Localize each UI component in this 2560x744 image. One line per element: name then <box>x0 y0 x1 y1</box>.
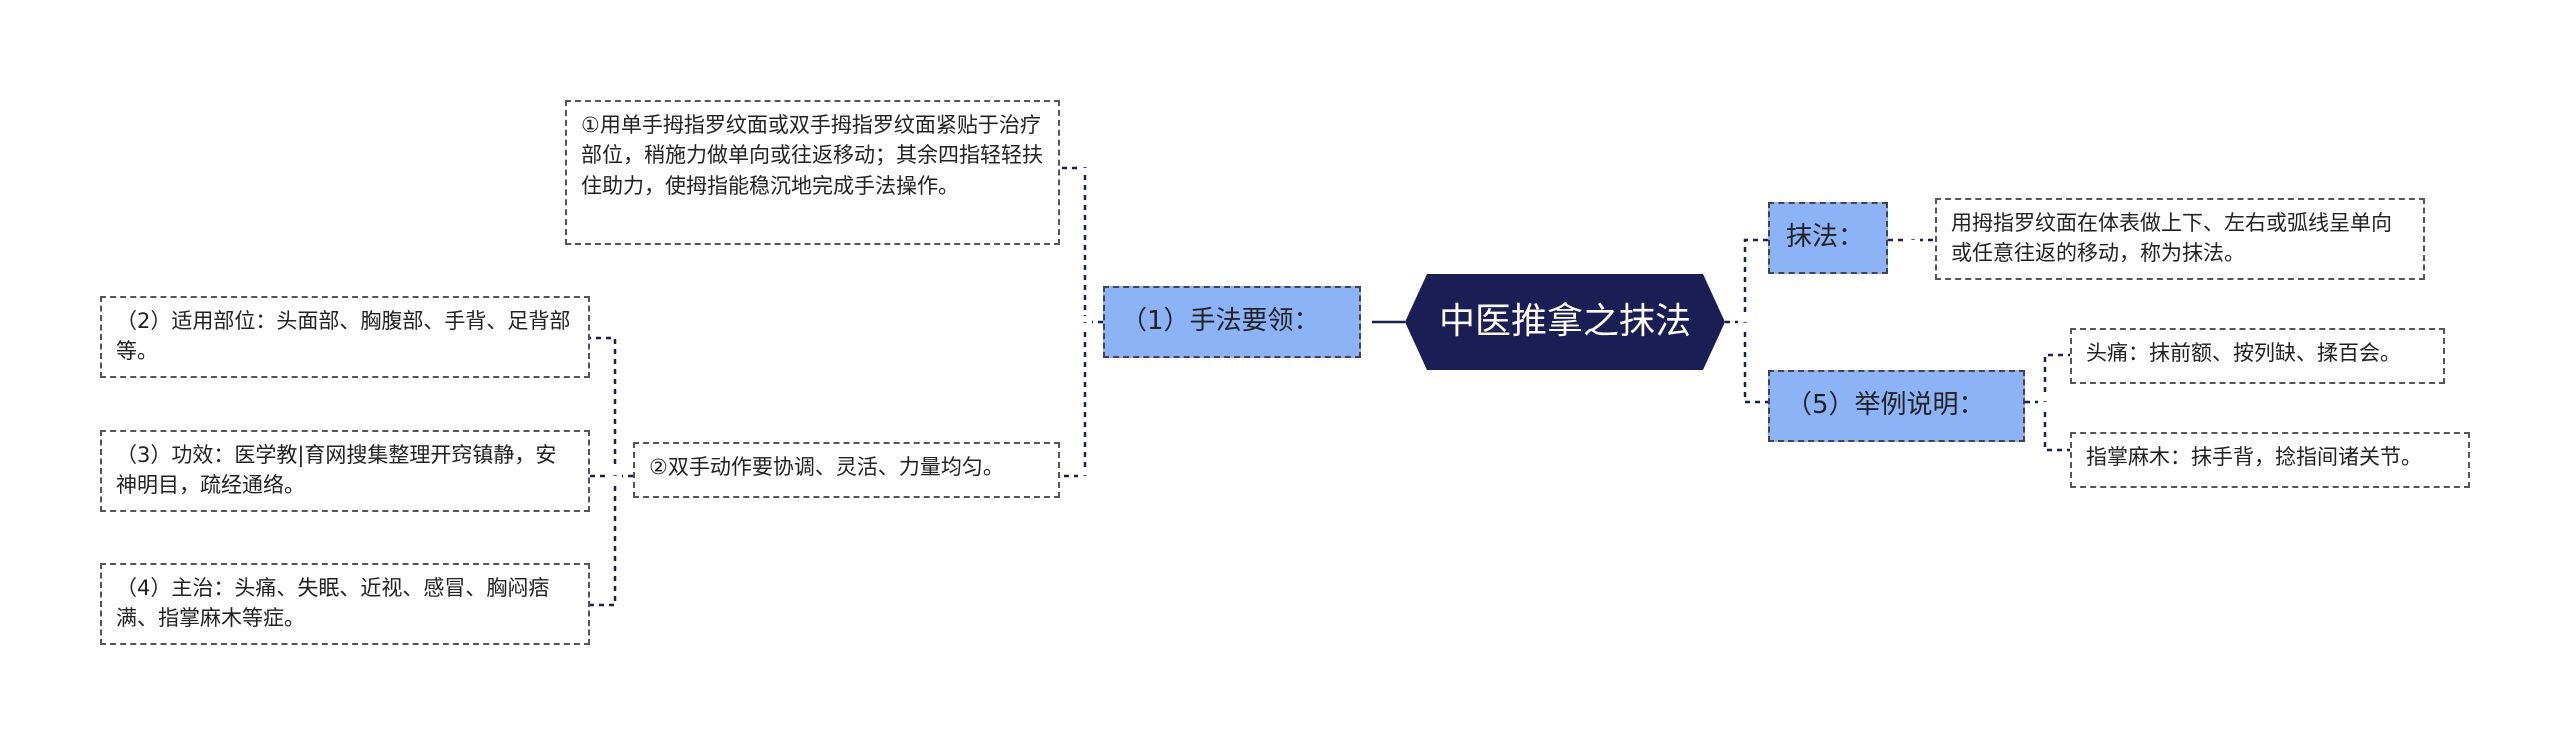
root-title: 中医推拿之抹法 <box>1438 300 1691 342</box>
leaf-example-headache[interactable]: 头痛：抹前额、按列缺、揉百会。 <box>2070 328 2445 384</box>
collapse-toggle-icon[interactable]: - <box>1078 316 1092 330</box>
branch-technique-essentials-label: （1）手法要领： <box>1121 306 1320 337</box>
branch-examples[interactable]: （5）举例说明： <box>1768 370 2025 442</box>
collapse-toggle-icon[interactable]: - <box>1906 233 1920 247</box>
leaf-applicable-areas-text: （2）适用部位：头面部、胸腹部、手背、足背部等。 <box>116 309 571 364</box>
leaf-efficacy-text: （3）功效：医学教|育网搜集整理开窍镇静，安神明目，疏经通络。 <box>116 443 557 498</box>
leaf-example-numbness-text: 指掌麻木：抹手背，捻指间诸关节。 <box>2086 445 2422 469</box>
leaf-technique-step-2-text: ②双手动作要协调、灵活、力量均匀。 <box>649 455 1004 479</box>
leaf-technique-step-2[interactable]: ②双手动作要协调、灵活、力量均匀。 <box>633 442 1060 498</box>
branch-wiping-method[interactable]: 抹法： <box>1768 202 1888 274</box>
leaf-technique-step-1-text: ①用单手拇指罗纹面或双手拇指罗纹面紧贴于治疗部位，稍施力做单向或往返移动；其余四… <box>581 113 1043 198</box>
collapse-toggle-icon[interactable]: - <box>608 469 622 483</box>
branch-wiping-method-label: 抹法： <box>1786 222 1865 253</box>
leaf-indications[interactable]: （4）主治：头痛、失眠、近视、感冒、胸闷痞满、指掌麻木等症。 <box>100 563 590 645</box>
root-node[interactable]: 中医推拿之抹法 <box>1405 274 1725 370</box>
leaf-indications-text: （4）主治：头痛、失眠、近视、感冒、胸闷痞满、指掌麻木等症。 <box>116 576 550 631</box>
collapse-toggle-icon[interactable]: - <box>1078 469 1092 483</box>
branch-technique-essentials[interactable]: （1）手法要领： <box>1103 286 1361 358</box>
leaf-wiping-definition-text: 用拇指罗纹面在体表做上下、左右或弧线呈单向或任意往返的移动，称为抹法。 <box>1951 211 2392 266</box>
collapse-toggle-icon[interactable]: - <box>1738 316 1752 330</box>
leaf-applicable-areas[interactable]: （2）适用部位：头面部、胸腹部、手背、足背部等。 <box>100 296 590 378</box>
leaf-technique-step-1[interactable]: ①用单手拇指罗纹面或双手拇指罗纹面紧贴于治疗部位，稍施力做单向或往返移动；其余四… <box>565 100 1060 245</box>
branch-examples-label: （5）举例说明： <box>1786 390 1985 421</box>
collapse-toggle-icon[interactable]: - <box>2038 395 2052 409</box>
leaf-example-numbness[interactable]: 指掌麻木：抹手背，捻指间诸关节。 <box>2070 432 2470 488</box>
leaf-efficacy[interactable]: （3）功效：医学教|育网搜集整理开窍镇静，安神明目，疏经通络。 <box>100 430 590 512</box>
collapse-toggle-icon[interactable]: - <box>1078 161 1092 175</box>
leaf-wiping-definition[interactable]: 用拇指罗纹面在体表做上下、左右或弧线呈单向或任意往返的移动，称为抹法。 <box>1935 198 2425 280</box>
leaf-example-headache-text: 头痛：抹前额、按列缺、揉百会。 <box>2086 341 2401 365</box>
